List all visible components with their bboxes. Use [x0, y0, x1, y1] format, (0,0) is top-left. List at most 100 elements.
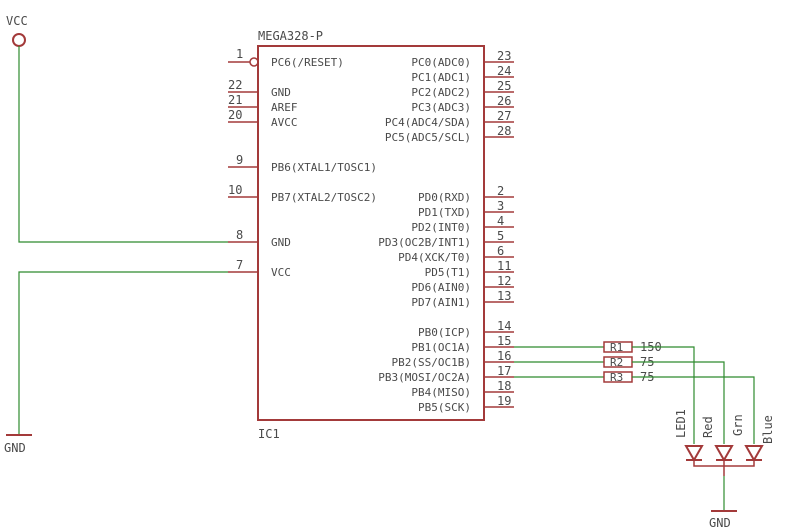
pin-name: PC2(ADC2) — [411, 86, 471, 99]
right-pin-5: PD3(OC2B/INT1) 5 — [378, 229, 514, 249]
pin-number: 5 — [497, 229, 504, 243]
pin-name: PB3(MOSI/OC2A) — [378, 371, 471, 384]
left-pin-1: 1 PC6(/RESET) — [228, 47, 344, 69]
pin-name: PB4(MISO) — [411, 386, 471, 399]
pin-number: 22 — [228, 78, 242, 92]
right-pin-23: PC0(ADC0) 23 — [411, 49, 514, 69]
pin-name: PC1(ADC1) — [411, 71, 471, 84]
pin-number: 10 — [228, 183, 242, 197]
pin-name: PD1(TXD) — [418, 206, 471, 219]
left-pin-22: 22 GND — [228, 78, 291, 99]
pin-name: AREF — [271, 101, 298, 114]
left-pin-7: 7 VCC — [228, 258, 291, 279]
pin-number: 12 — [497, 274, 511, 288]
pin-name: PC3(ADC3) — [411, 101, 471, 114]
chip-name: MEGA328-P — [258, 29, 323, 43]
pin-name: PC5(ADC5/SCL) — [385, 131, 471, 144]
pin-name: PB0(ICP) — [418, 326, 471, 339]
led-diode-blue — [744, 445, 764, 463]
pin-number: 6 — [497, 244, 504, 258]
pin-name: PB1(OC1A) — [411, 341, 471, 354]
right-pin-19: PB5(SCK) 19 — [418, 394, 514, 414]
pin-number: 1 — [236, 47, 243, 61]
right-pin-12: PD6(AIN0) 12 — [411, 274, 514, 294]
chip-ref: IC1 — [258, 427, 280, 441]
pin-number: 28 — [497, 124, 511, 138]
resistor-ref: R1 — [610, 341, 623, 354]
pin-number: 13 — [497, 289, 511, 303]
right-pin-3: PD1(TXD) 3 — [418, 199, 514, 219]
right-pin-17: PB3(MOSI/OC2A) 17 — [378, 364, 514, 384]
pin-number: 19 — [497, 394, 511, 408]
pin-number: 8 — [236, 228, 243, 242]
pin-number: 15 — [497, 334, 511, 348]
pin-name: PD6(AIN0) — [411, 281, 471, 294]
resistor-ref: R2 — [610, 356, 623, 369]
right-pin-25: PC2(ADC2) 25 — [411, 79, 514, 99]
right-pin-18: PB4(MISO) 18 — [411, 379, 514, 399]
led-diode-grn — [714, 445, 734, 463]
right-pin-2: PD0(RXD) 2 — [418, 184, 514, 204]
pin-name: PC6(/RESET) — [271, 56, 344, 69]
right-pin-28: PC5(ADC5/SCL) 28 — [385, 124, 514, 144]
right-pin-11: PD5(T1) 11 — [425, 259, 514, 279]
net-r1-red — [632, 346, 695, 444]
pin-name: PD0(RXD) — [418, 191, 471, 204]
pin-number: 4 — [497, 214, 504, 228]
pin-name: PC4(ADC4/SDA) — [385, 116, 471, 129]
net-r3-blue — [632, 376, 755, 444]
vcc-net-wire — [18, 46, 228, 243]
pin-number: 24 — [497, 64, 511, 78]
pin-name: PC0(ADC0) — [411, 56, 471, 69]
pin-number: 7 — [236, 258, 243, 272]
led-ref: LED1 — [674, 409, 688, 438]
pin-number: 3 — [497, 199, 504, 213]
pin-number: 11 — [497, 259, 511, 273]
right-pin-6: PD4(XCK/T0) 6 — [398, 244, 514, 264]
vcc-label: VCC — [6, 14, 28, 28]
pin-number: 20 — [228, 108, 242, 122]
pin-number: 27 — [497, 109, 511, 123]
pin-name: PD4(XCK/T0) — [398, 251, 471, 264]
right-pin-13: PD7(AIN1) 13 — [411, 289, 514, 309]
resistor-ref: R3 — [610, 371, 623, 384]
left-pin-21: 21 AREF — [228, 93, 298, 114]
right-pin-16: PB2(SS/OC1B) 16 — [392, 349, 514, 369]
left-pin-9: 9 PB6(XTAL1/TOSC1) — [228, 153, 377, 174]
pin-name: AVCC — [271, 116, 298, 129]
pin-name: PB5(SCK) — [418, 401, 471, 414]
pin-number: 25 — [497, 79, 511, 93]
pin-number: 16 — [497, 349, 511, 363]
pin-name: VCC — [271, 266, 291, 279]
pin-name: GND — [271, 236, 291, 249]
right-pin-24: PC1(ADC1) 24 — [411, 64, 514, 84]
led-channel-blue: Blue — [761, 415, 775, 444]
right-pin-27: PC4(ADC4/SDA) 27 — [385, 109, 514, 129]
pin-number: 14 — [497, 319, 511, 333]
pin-number: 26 — [497, 94, 511, 108]
right-pin-26: PC3(ADC3) 26 — [411, 94, 514, 114]
pin-name: PD7(AIN1) — [411, 296, 471, 309]
left-pin-10: 10 PB7(XTAL2/TOSC2) — [228, 183, 377, 204]
gnd-label-bottom: GND — [709, 516, 731, 530]
pin-number: 18 — [497, 379, 511, 393]
led-channel-grn: Grn — [731, 414, 745, 436]
pin-number: 21 — [228, 93, 242, 107]
gnd-label-left: GND — [4, 441, 26, 455]
led-diode-red — [684, 445, 704, 463]
rgb-led: LED1 Red Grn Blue — [674, 409, 775, 476]
pin-name: PD2(INT0) — [411, 221, 471, 234]
right-pin-15: PB1(OC1A) 15 — [411, 334, 514, 354]
pin-name: PD3(OC2B/INT1) — [378, 236, 471, 249]
left-pin-20: 20 AVCC — [228, 108, 298, 129]
pin-number: 2 — [497, 184, 504, 198]
net-r2-grn — [632, 361, 725, 444]
pin-name: PB2(SS/OC1B) — [392, 356, 471, 369]
vcc-symbol — [12, 33, 26, 47]
pin-name: GND — [271, 86, 291, 99]
left-pin-8: 8 GND — [228, 228, 291, 249]
led-channel-red: Red — [701, 416, 715, 438]
chip-body — [257, 45, 485, 421]
gnd-net-wire — [18, 271, 228, 434]
